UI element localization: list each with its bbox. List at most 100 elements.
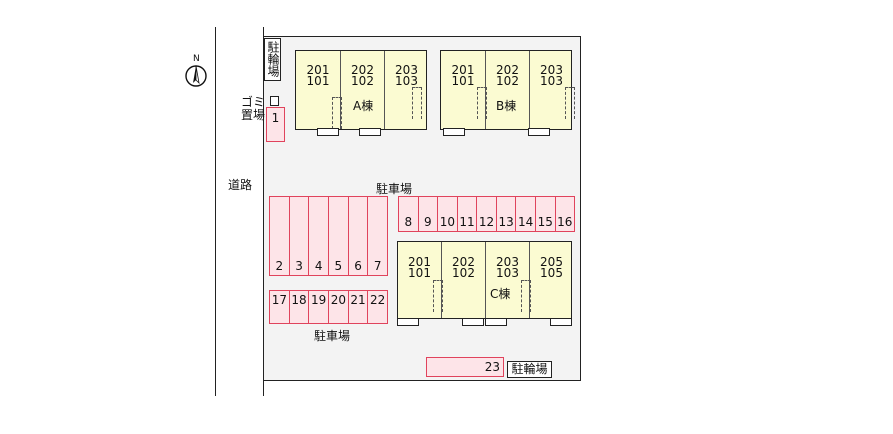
building-c-name: C棟	[490, 287, 511, 301]
parking-space-number: 12	[478, 215, 495, 229]
building-a-entry-2	[412, 87, 422, 119]
parking-space-number: 4	[314, 259, 323, 273]
parking-space: 19	[309, 290, 330, 324]
parking-space: 6	[348, 196, 369, 276]
parking-space-1-block: 1	[266, 107, 285, 142]
building-b-unit-3: 203 103	[529, 51, 573, 129]
building-a-unit-3: 203 103	[384, 51, 428, 129]
parking-space-number: 8	[404, 215, 413, 229]
parking-space-number: 1	[271, 111, 280, 125]
parking-space-number: 9	[424, 215, 432, 229]
north-compass-icon	[184, 61, 208, 89]
room-upper: 203	[540, 63, 563, 77]
parking-row-17-22: 17 18 19 20 21 22	[269, 290, 389, 324]
parking-space: 14	[516, 196, 536, 232]
parking-space: 4	[309, 196, 330, 276]
parking-space: 16	[555, 196, 576, 232]
building-a-unit-2: 202 102	[340, 51, 384, 129]
room-lower: 101	[451, 74, 475, 88]
bicycle-parking-top: 駐輪場	[264, 38, 281, 81]
parking-space: 7	[368, 196, 389, 276]
room-lower: 103	[395, 74, 418, 88]
room-lower: 101	[306, 74, 330, 88]
parking-space: 1	[266, 107, 285, 142]
building-c-entry-1	[433, 280, 443, 312]
building-b-name: B棟	[496, 99, 517, 113]
building-c-unit-2: 202 102	[441, 242, 485, 318]
building-b-entry-2	[565, 87, 575, 119]
parking-space: 12	[477, 196, 497, 232]
parking-space-number: 16	[557, 215, 573, 229]
compass-north-label: N	[193, 54, 200, 64]
parking-label-bottom: 駐車場	[314, 329, 351, 343]
parking-space-number: 17	[271, 293, 287, 307]
parking-space: 3	[289, 196, 310, 276]
garbage-label-line1: ゴミ	[240, 95, 265, 109]
parking-space: 5	[329, 196, 349, 276]
room-upper: 203	[395, 63, 418, 77]
road-label: 道路	[228, 178, 253, 192]
parking-space-number: 18	[291, 293, 307, 307]
parking-space-number: 3	[295, 259, 303, 273]
room-lower: 101	[408, 266, 431, 280]
parking-space: 18	[289, 290, 310, 324]
building-b: 201 101 202 102 203 103 B棟	[440, 50, 575, 130]
parking-space: 13	[496, 196, 517, 232]
bicycle-parking-top-label: 駐輪場	[266, 41, 280, 77]
parking-row-8-16: 8 9 10 11 12 13 14 15 16	[398, 196, 576, 232]
building-b-step	[443, 128, 465, 136]
building-a-unit-1: 201 101	[296, 51, 340, 129]
parking-space-number: 6	[354, 259, 362, 273]
building-c-step	[462, 318, 484, 326]
parking-space: 17	[269, 290, 290, 324]
room-upper: 202	[496, 63, 519, 77]
building-c-unit-3: 203 103	[485, 242, 529, 318]
room-upper: 201	[306, 63, 330, 77]
parking-space-number: 20	[330, 293, 346, 307]
parking-space-number: 7	[373, 259, 382, 273]
parking-label-center: 駐車場	[376, 182, 413, 196]
parking-space-number: 21	[350, 293, 366, 307]
room-upper: 203	[496, 255, 519, 269]
parking-space-number: 13	[498, 215, 514, 229]
parking-space-number: 5	[334, 259, 343, 273]
room-upper: 202	[351, 63, 374, 77]
parking-space: 11	[457, 196, 478, 232]
building-a-step	[317, 128, 339, 136]
parking-space-23-block: 23	[426, 357, 504, 377]
parking-space-number: 22	[370, 293, 386, 307]
building-a-step	[359, 128, 381, 136]
building-c-unit-1: 201 101	[398, 242, 441, 318]
building-c-step	[550, 318, 572, 326]
building-b-unit-2: 202 102	[485, 51, 529, 129]
room-lower: 102	[496, 74, 519, 88]
parking-space-number: 14	[518, 215, 534, 229]
room-lower: 102	[452, 266, 475, 280]
room-upper: 205	[540, 255, 563, 269]
room-upper: 201	[408, 255, 431, 269]
building-c: 201 101 202 102 203 103 205 105 C棟	[397, 241, 572, 319]
building-c-entry-2	[521, 280, 531, 312]
building-a: 201 101 202 102 203 103 A棟	[295, 50, 427, 130]
parking-space: 21	[348, 290, 369, 324]
parking-space-number: 11	[459, 215, 475, 229]
garbage-bin-icon	[270, 96, 279, 106]
building-c-step	[397, 318, 419, 326]
garbage-label-line2: 置場	[240, 108, 265, 122]
room-lower: 103	[540, 74, 563, 88]
parking-space: 2	[269, 196, 290, 276]
building-b-step	[528, 128, 550, 136]
parking-space: 15	[535, 196, 556, 232]
parking-space: 9	[418, 196, 439, 232]
parking-space-number: 10	[439, 215, 456, 229]
room-lower: 102	[351, 74, 374, 88]
garbage-area-label: ゴミ 置場	[235, 96, 265, 122]
room-upper: 202	[452, 255, 475, 269]
parking-space: 20	[329, 290, 349, 324]
building-b-unit-1: 201 101	[441, 51, 485, 129]
building-a-name: A棟	[353, 99, 374, 113]
parking-space: 22	[368, 290, 389, 324]
road-left-edge	[215, 27, 216, 396]
room-upper: 201	[451, 63, 475, 77]
room-lower: 105	[540, 266, 563, 280]
